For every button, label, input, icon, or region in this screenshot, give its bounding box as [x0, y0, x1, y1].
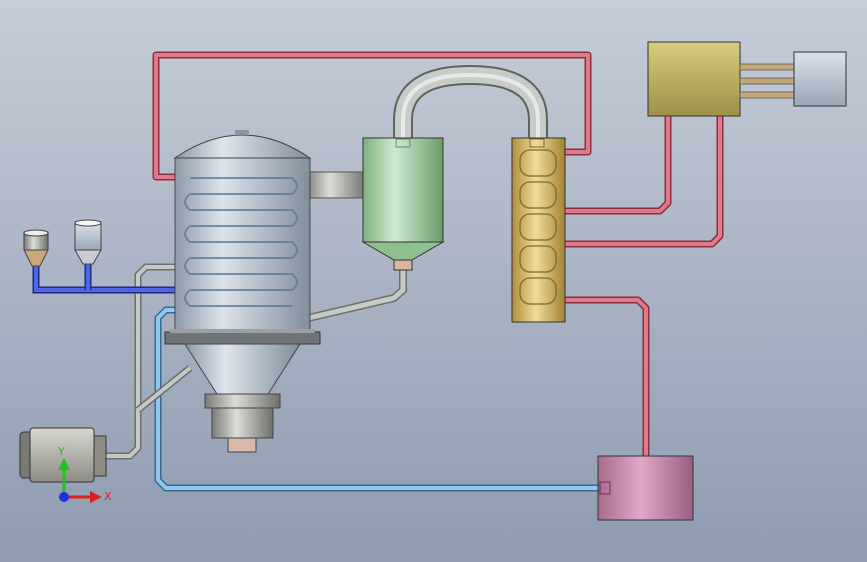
pump[interactable]	[19, 427, 107, 483]
heater-unit[interactable]	[647, 41, 795, 117]
feed-hopper-2[interactable]	[74, 219, 102, 265]
triad-y-label: Y	[57, 445, 65, 458]
feed-hopper-1[interactable]	[23, 229, 49, 267]
motor[interactable]	[793, 51, 847, 107]
grey-pipes	[104, 171, 407, 460]
condenser[interactable]	[511, 137, 566, 323]
triad-x-label: X	[104, 490, 112, 503]
separator-tank[interactable]	[361, 137, 445, 271]
heating-coil	[184, 177, 298, 307]
receiver-tank[interactable]	[597, 455, 694, 521]
hot-pipes	[152, 51, 724, 458]
evaporator-vessel[interactable]	[164, 130, 321, 453]
coordinate-triad: Y X	[57, 445, 112, 503]
